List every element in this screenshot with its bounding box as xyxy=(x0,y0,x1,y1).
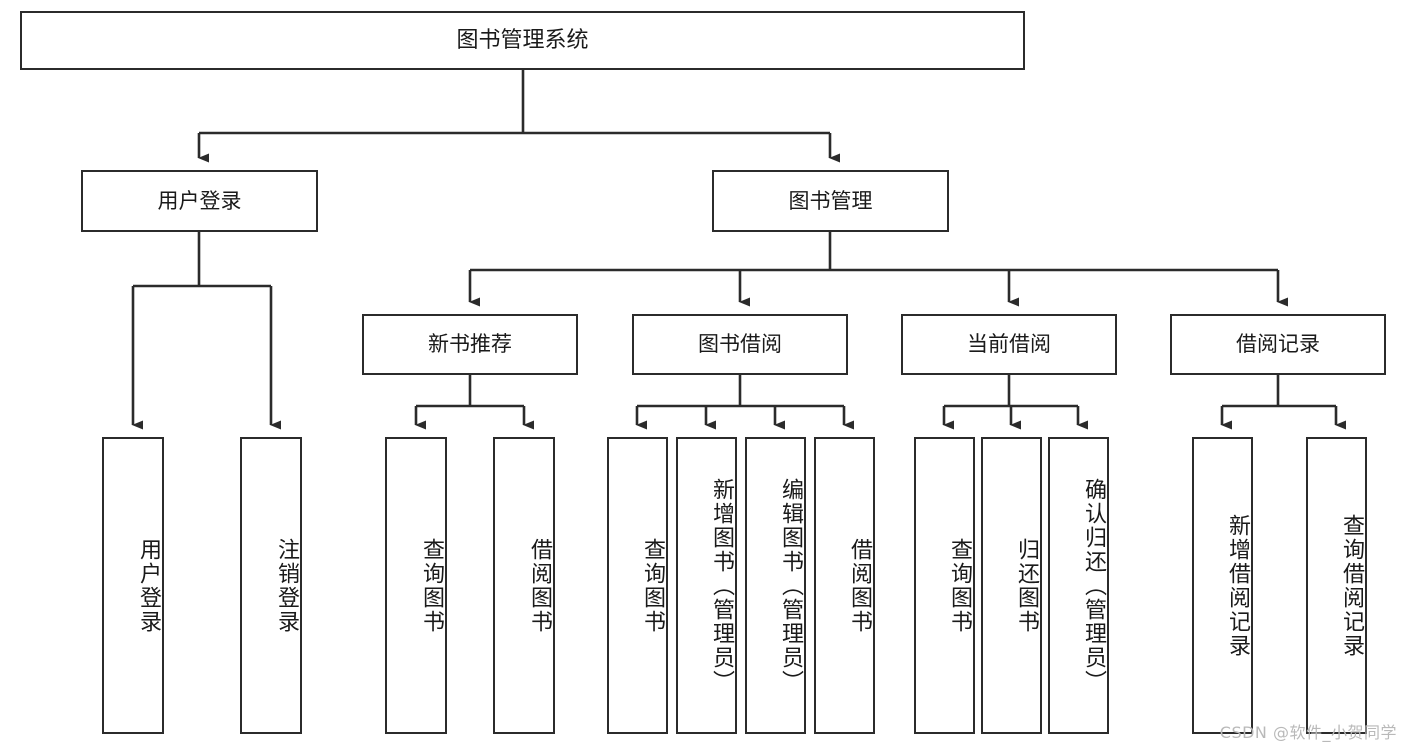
node-label: 编辑图书（管理员） xyxy=(778,477,803,694)
leaf-current-borrow-1[interactable]: 归还图书 xyxy=(981,437,1042,734)
csdn-watermark: CSDN @软件_小贺同学 xyxy=(1219,723,1397,742)
node-label: 借阅记录 xyxy=(1236,332,1320,357)
node-label: 确认归还（管理员） xyxy=(1081,477,1106,694)
leaf-current-borrow-0[interactable]: 查询图书 xyxy=(914,437,975,734)
leaf-user-login-1[interactable]: 注销登录 xyxy=(240,437,302,734)
node-label: 图书管理系统 xyxy=(456,27,589,53)
node-label: 归还图书 xyxy=(1014,537,1039,634)
node-label: 查询图书 xyxy=(419,537,444,634)
node-current-borrow[interactable]: 当前借阅 xyxy=(901,314,1117,375)
leaf-book-borrow-0[interactable]: 查询图书 xyxy=(607,437,668,734)
node-book-manage[interactable]: 图书管理 xyxy=(712,170,949,232)
node-label: 注销登录 xyxy=(274,537,299,634)
node-label: 新增图书（管理员） xyxy=(709,477,734,694)
leaf-current-borrow-2[interactable]: 确认归还（管理员） xyxy=(1048,437,1109,734)
node-label: 查询图书 xyxy=(947,537,972,634)
node-label: 当前借阅 xyxy=(967,332,1051,357)
node-label: 用户登录 xyxy=(136,537,161,634)
leaf-new-book-recommend-0[interactable]: 查询图书 xyxy=(385,437,447,734)
node-label: 借阅图书 xyxy=(527,537,552,634)
node-label: 图书管理 xyxy=(788,188,873,213)
node-user-login[interactable]: 用户登录 xyxy=(81,170,318,232)
leaf-user-login-0[interactable]: 用户登录 xyxy=(102,437,164,734)
node-new-book-recommend[interactable]: 新书推荐 xyxy=(362,314,578,375)
leaf-borrow-record-0[interactable]: 新增借阅记录 xyxy=(1192,437,1253,734)
node-label: 借阅图书 xyxy=(847,537,872,634)
leaf-new-book-recommend-1[interactable]: 借阅图书 xyxy=(493,437,555,734)
node-label: 用户登录 xyxy=(157,188,242,213)
leaf-book-borrow-3[interactable]: 借阅图书 xyxy=(814,437,875,734)
leaf-borrow-record-1[interactable]: 查询借阅记录 xyxy=(1306,437,1367,734)
node-label: 查询借阅记录 xyxy=(1339,513,1364,658)
leaf-book-borrow-1[interactable]: 新增图书（管理员） xyxy=(676,437,737,734)
node-borrow-record[interactable]: 借阅记录 xyxy=(1170,314,1386,375)
node-book-borrow[interactable]: 图书借阅 xyxy=(632,314,848,375)
node-label: 新增借阅记录 xyxy=(1225,513,1250,658)
leaf-book-borrow-2[interactable]: 编辑图书（管理员） xyxy=(745,437,806,734)
node-root-system[interactable]: 图书管理系统 xyxy=(20,11,1025,70)
node-label: 查询图书 xyxy=(640,537,665,634)
node-label: 新书推荐 xyxy=(428,332,512,357)
node-label: 图书借阅 xyxy=(698,332,782,357)
